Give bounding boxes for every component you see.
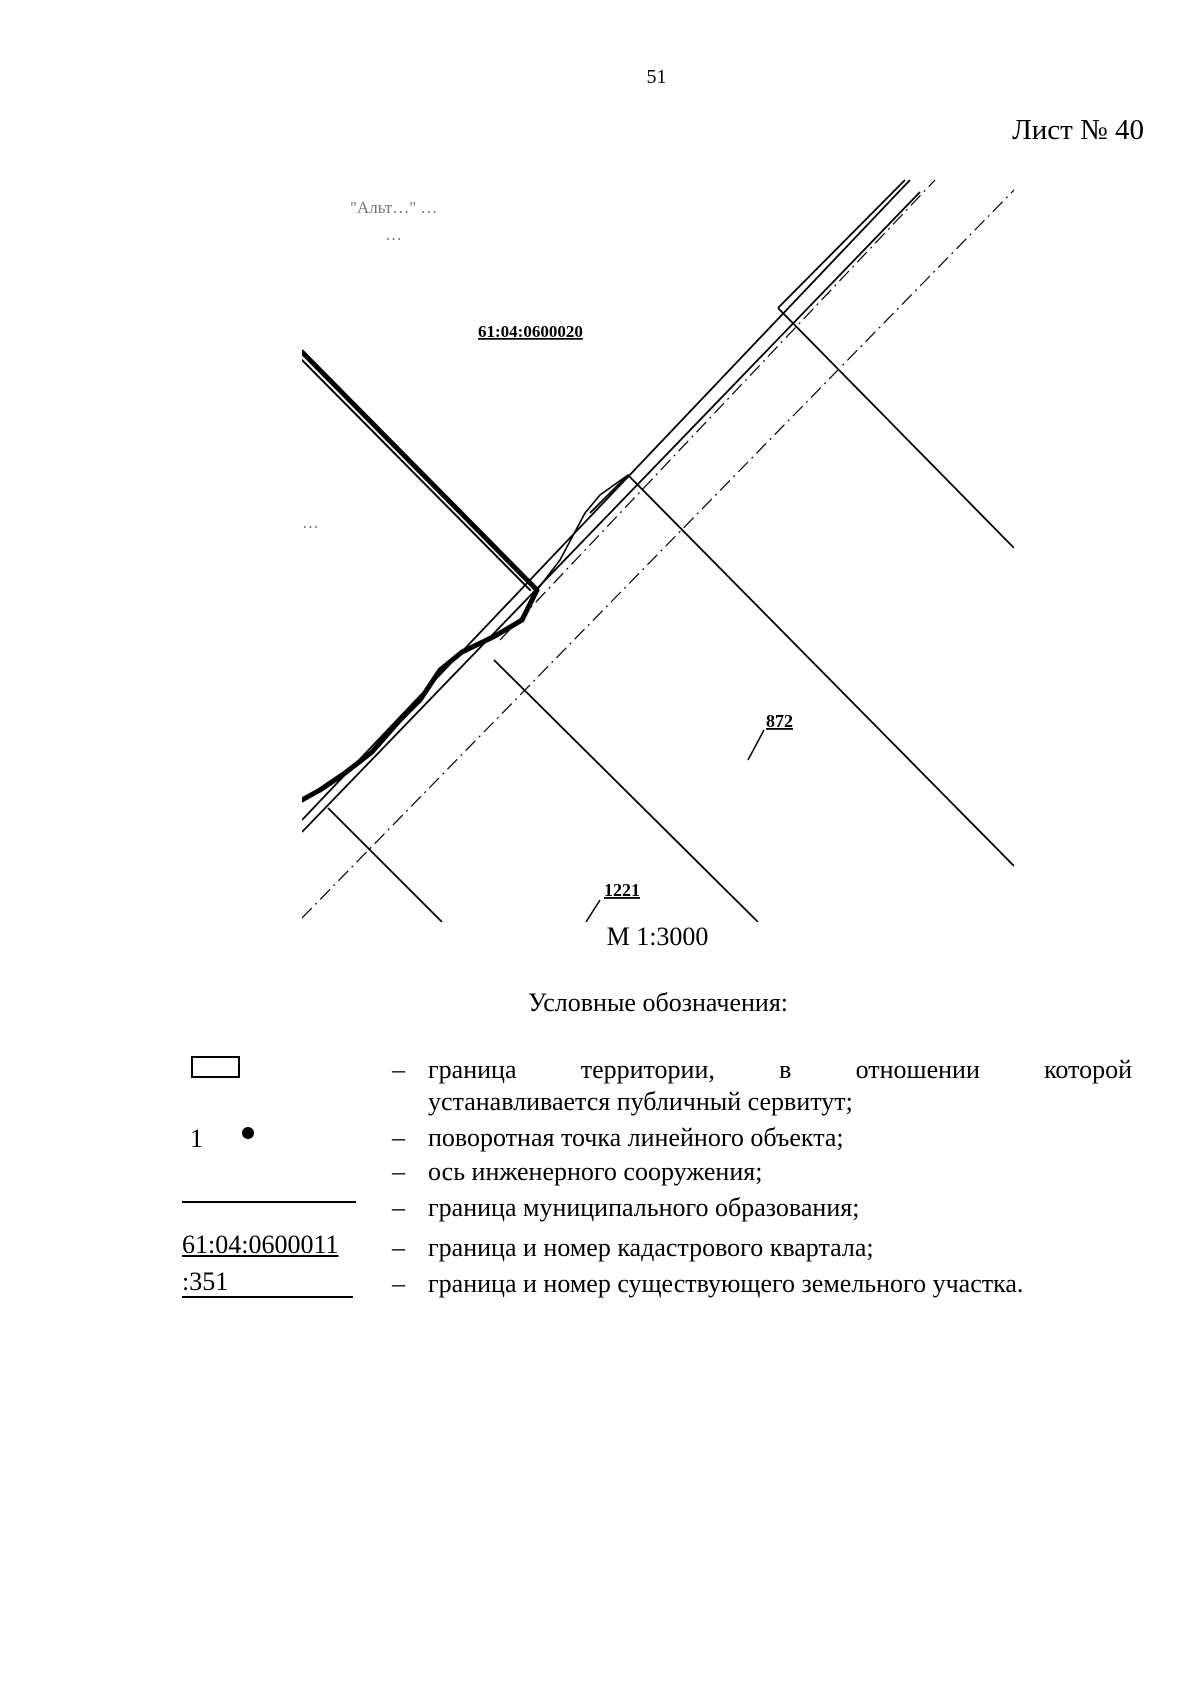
sheet-label: Лист № 40 (1012, 114, 1144, 146)
legend-item-turning-point: – поворотная точка линейного объекта; (392, 1123, 844, 1152)
svg-text:872: 872 (766, 711, 793, 731)
legend-item-structure-axis: – ось инженерного сооружения; (392, 1157, 763, 1186)
point-dot-icon (242, 1127, 254, 1139)
blurred-label-2: … (385, 225, 402, 244)
legend-item-quarter: – граница и номер кадастрового квартала; (392, 1233, 874, 1262)
structure-axis (302, 179, 1014, 919)
legend-title: Условные обозначения: (527, 988, 789, 1017)
municipal-boundary (302, 349, 629, 803)
page-number: 51 (646, 66, 667, 88)
svg-text:1221: 1221 (604, 880, 640, 900)
map-scale: М 1:3000 (606, 922, 709, 951)
blurred-label-3: … (302, 513, 319, 532)
easement-boundary (302, 179, 921, 833)
parcel-label-872: 872 (747, 711, 793, 761)
parcel-boundaries (327, 179, 1014, 922)
municipal-boundary-symbol (182, 1201, 356, 1203)
easement-boundary-symbol (191, 1056, 240, 1078)
parcel-label-1221: 1221 (585, 880, 640, 922)
quarter-label: 61:04:0600020 (478, 322, 583, 341)
legend-item-easement: – граница территории, в отношении которо… (392, 1055, 1132, 1116)
parcel-symbol: :351 (182, 1268, 353, 1298)
legend-item-parcel: – граница и номер существующего земельно… (392, 1269, 1024, 1298)
point-number-symbol: 1 (190, 1124, 203, 1153)
quarter-symbol: 61:04:0600011 (182, 1230, 339, 1259)
blurred-label-1: "Альт…" … (350, 198, 437, 217)
legend-item-municipal: – граница муниципального образования; (392, 1193, 860, 1222)
